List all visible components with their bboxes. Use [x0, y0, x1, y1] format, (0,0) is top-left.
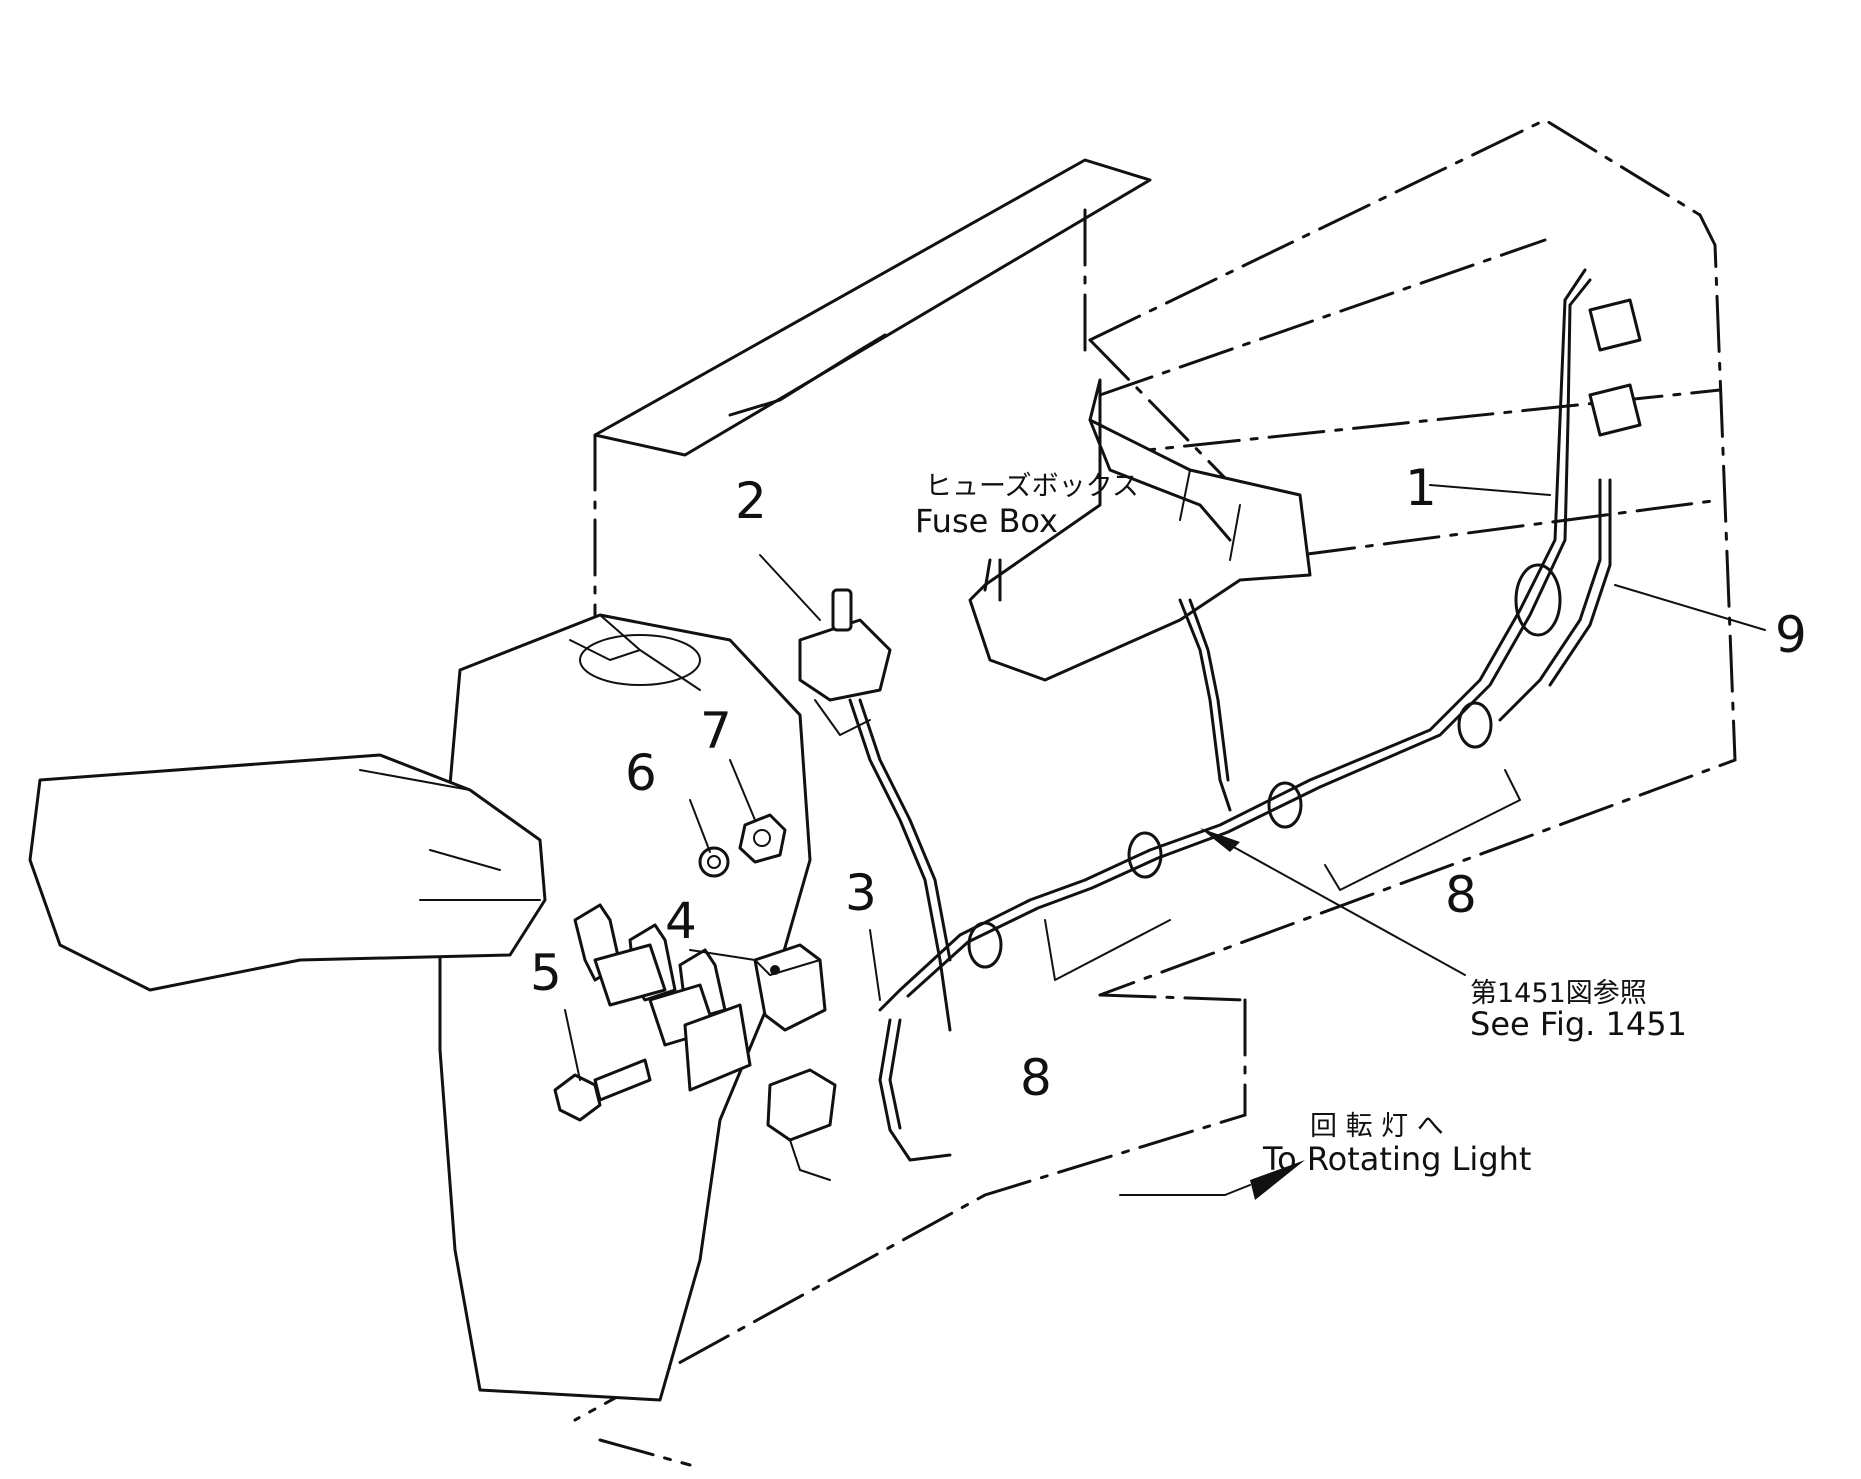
- control-console: [28, 613, 812, 1402]
- see-fig-label-jp: 第1451図参照: [1470, 978, 1647, 1009]
- fuse-box-label-en: Fuse Box: [915, 502, 1058, 540]
- wiring-harness: [848, 268, 1642, 1162]
- clamp-icon: [1127, 831, 1163, 879]
- see-fig-label-en: See Fig. 1451: [1470, 1005, 1687, 1043]
- callout-7: 7: [700, 702, 732, 760]
- callout-1: 1: [1405, 459, 1437, 517]
- relay-bracket-assembly: [573, 903, 752, 1092]
- fuse-box: [968, 378, 1312, 682]
- clamp-icon: [1457, 701, 1493, 749]
- bolt-part-5: [553, 1058, 652, 1122]
- callout-8-right: 8: [1445, 866, 1477, 924]
- callout-3: 3: [845, 864, 877, 922]
- callout-2: 2: [735, 472, 767, 530]
- callout-numbers: 1 2 3 4 5 6 7 8 8 9: [530, 459, 1807, 1107]
- rear-panel: [593, 158, 1152, 627]
- text-labels: ヒューズボックス Fuse Box 第1451図参照 See Fig. 1451…: [915, 471, 1687, 1178]
- clamp-icon: [967, 921, 1003, 969]
- harness-relay: [766, 1068, 837, 1181]
- callout-5: 5: [530, 944, 562, 1002]
- switch-part-2: [798, 588, 892, 736]
- washer-part-6: [698, 846, 730, 878]
- fuse-box-label-jp: ヒューズボックス: [925, 471, 1139, 502]
- connector-icon: [1588, 383, 1642, 437]
- rotating-light-label-jp: 回 転 灯 へ: [1310, 1111, 1444, 1142]
- callout-9: 9: [1775, 606, 1807, 664]
- callout-6: 6: [625, 744, 657, 802]
- relay-part-4: [753, 943, 827, 1032]
- leader-lines: [564, 484, 1766, 1200]
- clamp-icon: [1267, 781, 1303, 829]
- rotating-light-label-en: To Rotating Light: [1262, 1140, 1531, 1178]
- callout-8-left: 8: [1020, 1049, 1052, 1107]
- callout-4: 4: [665, 892, 697, 950]
- nut-part-7: [738, 813, 787, 864]
- connector-icon: [1588, 298, 1642, 352]
